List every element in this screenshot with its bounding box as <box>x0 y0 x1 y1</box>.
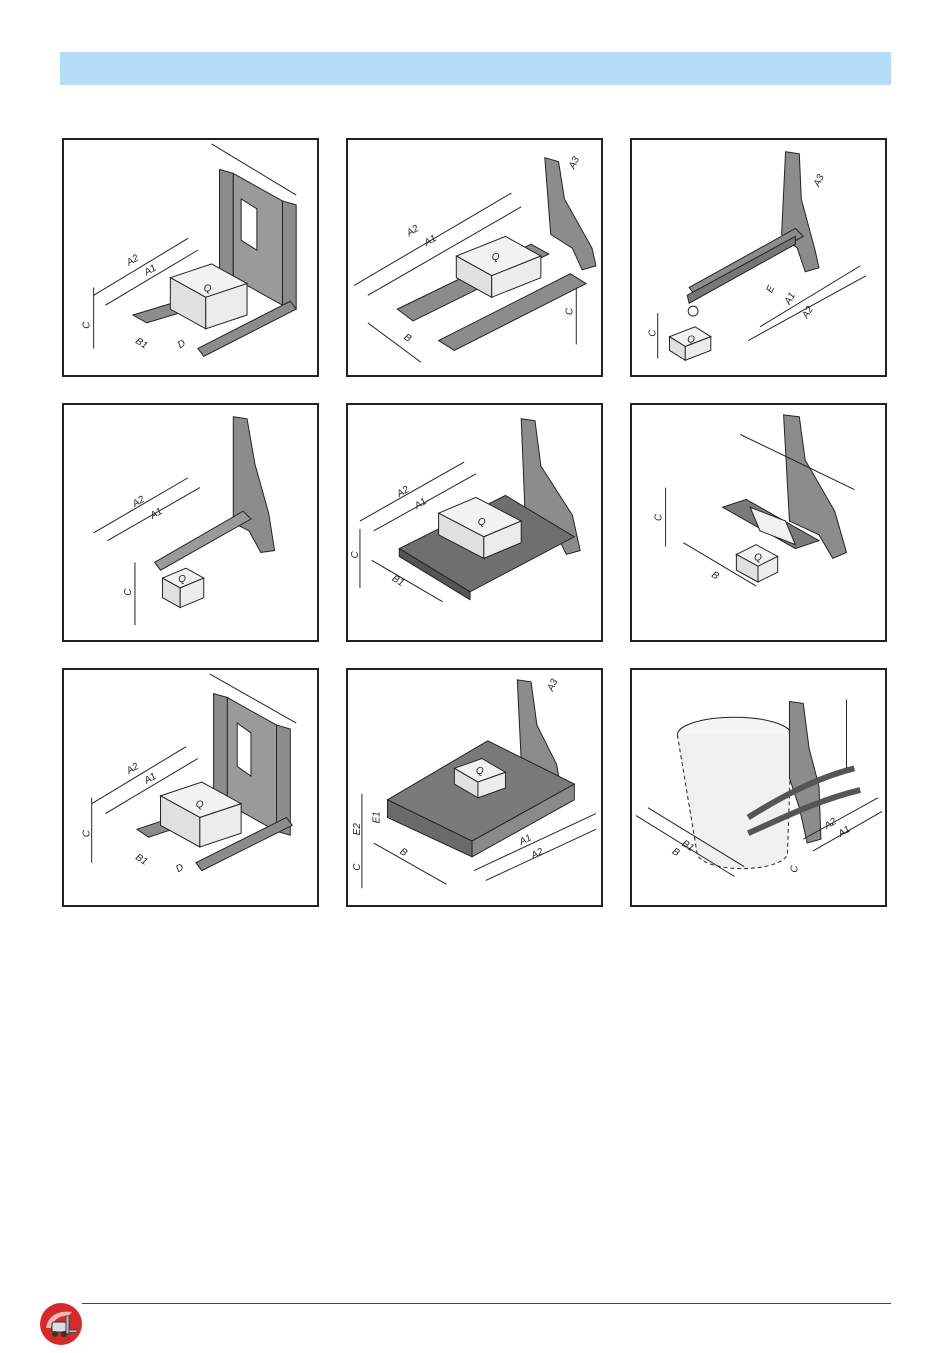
panel-single-spike-arm: A2 A1 C Q <box>62 403 319 642</box>
label-e: E <box>765 284 778 295</box>
fork-frame-low-drawing: A2 A1 C B1 D Q <box>64 670 317 905</box>
label-a2: A2 <box>130 494 147 511</box>
label-c: C <box>82 829 93 837</box>
label-a3: A3 <box>545 677 561 694</box>
label-q: Q <box>478 517 486 528</box>
slotted-tray-drawing: A3 E2 E1 C B A1 A2 Q <box>348 670 601 905</box>
label-b1: B1 <box>133 852 149 868</box>
label-q: Q <box>492 252 500 263</box>
panel-hook-jib-arm: A3 E A1 A2 C Q <box>630 138 887 377</box>
hook-jib-arm-drawing: A3 E A1 A2 C Q <box>632 140 885 375</box>
label-q: Q <box>204 283 212 294</box>
drum-clamp-drawing: B1 B A2 A1 C <box>632 670 885 905</box>
label-e2: E2 <box>352 823 363 836</box>
label-b: B <box>709 569 721 582</box>
label-e1: E1 <box>372 811 383 823</box>
panel-fork-frame-low: A2 A1 C B1 D Q <box>62 668 319 907</box>
roll-cradle-drawing: C B Q <box>632 405 885 640</box>
label-c: C <box>654 513 665 521</box>
label-d: D <box>176 338 188 351</box>
fork-frame-4point-drawing: A2 A1 C B1 D Q <box>64 140 317 375</box>
label-q: Q <box>476 766 484 777</box>
panel-fork-frame-4point: A2 A1 C B1 D Q <box>62 138 319 377</box>
label-q: Q <box>754 552 762 563</box>
panel-roll-cradle: C B Q <box>630 403 887 642</box>
label-a2: A2 <box>404 223 421 240</box>
label-b: B <box>402 332 414 345</box>
label-a1: A1 <box>422 233 439 249</box>
header-band <box>60 52 891 85</box>
label-a1: A1 <box>836 824 853 840</box>
label-d: D <box>174 862 186 875</box>
label-c: C <box>648 329 659 337</box>
panel-double-fork-plate: A3 A2 A1 B C Q <box>346 138 603 377</box>
label-a2: A2 <box>394 484 411 501</box>
label-a1: A1 <box>148 506 165 522</box>
platform-shelf-drawing: A2 A1 C B1 Q <box>348 405 601 640</box>
label-a1: A1 <box>142 771 159 787</box>
label-q: Q <box>178 574 186 585</box>
label-b: B <box>670 846 682 859</box>
panel-drum-clamp: B1 B A2 A1 C <box>630 668 887 907</box>
label-a2: A2 <box>124 252 141 269</box>
label-a1: A1 <box>517 833 534 849</box>
label-b1: B1 <box>390 573 406 589</box>
label-c: C <box>789 865 800 873</box>
label-a2: A2 <box>800 304 816 321</box>
label-q: Q <box>196 800 204 811</box>
forklift-logo-icon <box>38 1302 84 1346</box>
label-a1: A1 <box>412 496 429 512</box>
double-fork-plate-drawing: A3 A2 A1 B C Q <box>348 140 601 375</box>
single-spike-arm-drawing: A2 A1 C Q <box>64 405 317 640</box>
panel-platform-shelf: A2 A1 C B1 Q <box>346 403 603 642</box>
label-a3: A3 <box>811 172 827 189</box>
label-q: Q <box>687 335 695 346</box>
label-c: C <box>352 863 363 871</box>
label-c: C <box>350 550 361 558</box>
label-c: C <box>123 588 134 596</box>
label-b1: B1 <box>133 336 149 352</box>
panel-slotted-tray: A3 E2 E1 C B A1 A2 Q <box>346 668 603 907</box>
footer-rule <box>82 1303 891 1304</box>
label-c: C <box>82 321 93 329</box>
label-c: C <box>564 307 575 315</box>
label-a3: A3 <box>567 155 583 172</box>
